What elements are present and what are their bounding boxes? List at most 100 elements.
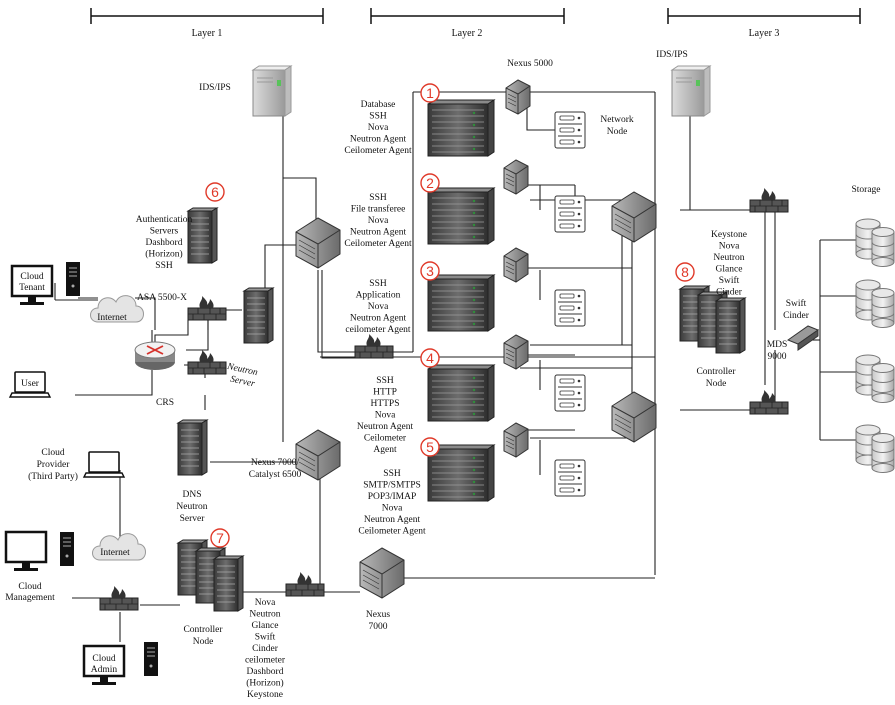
zone-service-label: Database — [361, 100, 396, 110]
nexus7000-label-1: Nexus — [366, 610, 391, 620]
zone-service-label: Nova — [375, 411, 396, 421]
cloud-admin-pc-icon — [143, 641, 159, 677]
zone-service-label: Neutron Agent — [350, 314, 407, 324]
zone-number: 2 — [426, 175, 434, 191]
zone-service-label: SSH — [383, 469, 401, 479]
crs-firewall-icon — [187, 349, 227, 375]
swift-cinder-label-2: Cinder — [783, 311, 810, 321]
layer3-core-switch-bottom-icon — [611, 391, 657, 443]
zone1-rack-server-icon — [427, 99, 495, 157]
cloud-admin-label-2: Admin — [91, 665, 118, 675]
nexus5000-label: Nexus 5000 — [507, 59, 553, 69]
layer-headers — [90, 8, 861, 24]
zone-service-label: Neutron Agent — [350, 135, 407, 145]
crs-router-icon — [134, 341, 176, 371]
internet-bottom-label: Internet — [100, 548, 130, 558]
cloud-provider-label-2: Provider — [37, 460, 71, 470]
zone-number: 5 — [426, 439, 434, 455]
controller-node-right-label-1: Controller — [696, 367, 736, 377]
zone-7: 7NovaNeutronGlanceSwiftCinderceilometerD… — [210, 528, 286, 700]
zone-service-label: Cinder — [716, 288, 743, 298]
zone4-rack-server-icon — [427, 364, 495, 422]
zone-service-label: Nova — [368, 302, 389, 312]
zone3-switch-icon — [503, 247, 529, 283]
zone-service-label: Nova — [368, 123, 389, 133]
zone-service-label: POP3/IMAP — [368, 492, 417, 502]
zone-service-label: Nova — [382, 504, 403, 514]
storage-db-icon — [855, 424, 895, 473]
zone-number: 7 — [216, 530, 224, 546]
cloud-admin-label-1: Cloud — [92, 654, 115, 664]
zone-badge-circle — [420, 173, 440, 193]
ids-ips-left-server-icon — [252, 65, 292, 117]
mds9000-switch-icon — [786, 325, 820, 351]
layer3-top-firewall-icon — [749, 187, 789, 213]
zone-service-label: Servers — [150, 227, 179, 237]
zone-service-label: SSH — [369, 112, 387, 122]
authentication-server-icon — [187, 207, 218, 264]
zone2-rack-server-icon — [427, 187, 495, 245]
nexus7000-catalyst-label-2: Catalyst 6500 — [249, 470, 302, 480]
layer3-bottom-firewall-icon — [749, 389, 789, 415]
network-node-label-2: Node — [607, 127, 628, 137]
zone-service-label: Ceilometer Agent — [344, 239, 412, 249]
zone-service-label: Glance — [716, 265, 743, 275]
zone-service-label: SSH — [376, 376, 394, 386]
zone-service-label: Nova — [255, 598, 276, 608]
zone3-rack-server-icon — [427, 274, 495, 332]
controller-node-bottom-icon — [177, 539, 244, 612]
bottom-firewall-icon — [285, 571, 325, 597]
zone-badge-circle — [420, 348, 440, 368]
dns-neutron-server-icon — [177, 419, 208, 476]
zone-service-label: Authentication — [136, 215, 193, 225]
network-node-icon — [554, 111, 586, 149]
asa-label: ASA 5500-X — [137, 293, 187, 303]
zone-service-label: Agent — [373, 445, 397, 455]
cloud-management-pc-icon — [59, 531, 75, 567]
nexus7000-catalyst-label-1: Nexus 7000/ — [251, 458, 300, 468]
zone5-server-icon — [554, 459, 586, 497]
zone-service-label: SSH — [155, 261, 173, 271]
user-label: User — [21, 379, 40, 389]
zone-number: 3 — [426, 263, 434, 279]
cloud-provider-laptop-icon — [83, 451, 125, 478]
cloud-management-label-2: Management — [5, 593, 55, 603]
network-node-label-1: Network — [600, 115, 633, 125]
crs-label: CRS — [156, 398, 174, 408]
zone-service-label: Swift — [719, 275, 740, 286]
ids-ips-left-label: IDS/IPS — [199, 83, 231, 93]
cloud-tenant-label-1: Cloud — [20, 272, 43, 282]
zone-service-label: Ceilometer Agent — [358, 527, 426, 537]
zone-badge-circle — [210, 528, 230, 548]
storage-label: Storage — [851, 185, 880, 195]
layer-1-label: Layer 1 — [192, 28, 223, 39]
mds9000-label-2: 9000 — [768, 352, 787, 362]
dns-label-3: Server — [180, 514, 206, 524]
ids-ips-right-server-icon — [671, 65, 711, 117]
zone3-server-icon — [554, 289, 586, 327]
zone-service-label: Ceilometer Agent — [344, 146, 412, 156]
zone-service-label: Dashbord — [247, 667, 284, 677]
zone-service-label: SSH — [369, 279, 387, 289]
layer-3-label: Layer 3 — [749, 28, 780, 39]
zone4-switch-icon — [503, 334, 529, 370]
zone-service-label: Neutron Agent — [357, 422, 414, 432]
asa-firewall-icon — [187, 295, 227, 321]
nexus7000-label-2: 7000 — [369, 622, 388, 632]
zone-badge-circle — [675, 262, 695, 282]
swift-cinder-label-1: Swift — [786, 298, 807, 309]
zone-badge-circle — [205, 182, 225, 202]
zone-service-label: Application — [356, 291, 401, 301]
cloud-provider-label-3: (Third Party) — [28, 471, 78, 482]
zone-service-label: (Horizon) — [246, 678, 283, 689]
dns-label-2: Neutron — [176, 502, 207, 512]
zone-service-label: Keystone — [711, 230, 747, 240]
mds9000-label-1: MDS — [767, 340, 788, 350]
layer1-core-switch-top-icon — [295, 217, 341, 269]
cloud-management-monitor-icon — [4, 530, 48, 573]
nexus5000-switch-icon — [505, 79, 531, 115]
zone-service-label: HTTPS — [370, 399, 399, 409]
